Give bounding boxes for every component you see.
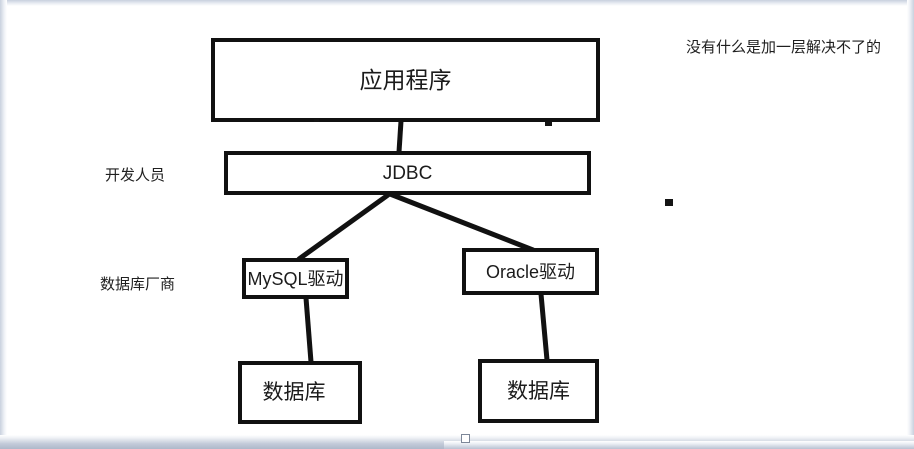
node-application-label: 应用程序 (359, 66, 452, 93)
ink-artifact-dot (665, 199, 673, 206)
ink-artifact-dot (545, 122, 552, 126)
node-jdbc: JDBC (224, 151, 591, 195)
node-oracle-driver: Oracle驱动 (462, 248, 599, 295)
role-label-vendor: 数据库厂商 (100, 276, 176, 293)
node-mysql-driver: MySQL驱动 (242, 258, 349, 299)
connector-app-to-jdbc (396, 120, 404, 153)
window-edge-bottom-right (444, 441, 914, 449)
connector-mysql-to-database (303, 297, 314, 363)
scrollbar-marker (461, 434, 470, 443)
window-edge-right (907, 0, 914, 449)
node-oracle-driver-label: Oracle驱动 (485, 261, 575, 282)
node-database-left: 数据库 (238, 361, 362, 424)
node-jdbc-label: JDBC (382, 162, 433, 184)
connector-jdbc-to-mysql (296, 192, 391, 262)
connector-jdbc-to-oracle (387, 191, 536, 253)
connector-oracle-to-database (538, 293, 550, 361)
window-edge-top (0, 0, 914, 6)
node-database-right-label: 数据库 (507, 379, 570, 403)
role-label-developer: 开发人员 (105, 167, 166, 184)
node-database-right: 数据库 (478, 359, 599, 423)
diagram-caption: 没有什么是加一层解决不了的 (686, 39, 882, 56)
node-mysql-driver-label: MySQL驱动 (247, 268, 344, 289)
node-application: 应用程序 (211, 38, 600, 122)
ink-artifact-dot (314, 119, 319, 122)
window-edge-left (0, 0, 7, 449)
node-database-left-label: 数据库 (262, 381, 326, 404)
